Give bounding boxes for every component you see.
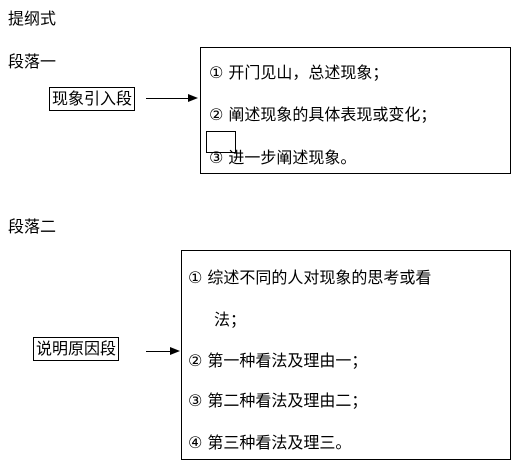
- section2-item-1: ① 综述不同的人对现象的思考或看: [188, 268, 432, 287]
- section2-item-2: ② 第一种看法及理由一；: [188, 351, 368, 370]
- section2-content-box: ① 综述不同的人对现象的思考或看 法； ② 第一种看法及理由一； ③ 第二种看法…: [181, 250, 511, 460]
- overlay-square: [206, 131, 236, 153]
- section1-item-2: ② 阐述现象的具体表现或变化；: [209, 105, 437, 124]
- section1-content-box: ① 开门见山，总述现象； ② 阐述现象的具体表现或变化； ③ 进一步阐述现象。: [200, 47, 511, 174]
- section1-item-1: ① 开门见山，总述现象；: [209, 63, 389, 82]
- section1-arrow-line: [146, 98, 188, 99]
- section2-label-box: 说明原因段: [33, 337, 120, 361]
- section1-label-box: 现象引入段: [49, 87, 136, 111]
- section2-item-3: ③ 第二种看法及理由二；: [188, 391, 368, 410]
- section2-item-4: ④ 第三种看法及理三。: [188, 433, 352, 452]
- section2-heading: 段落二: [8, 217, 57, 236]
- section2-arrow-line: [146, 351, 170, 352]
- section1-heading: 段落一: [8, 52, 57, 71]
- page-title: 提纲式: [8, 9, 57, 28]
- section2-item-1-cont: 法；: [214, 310, 247, 329]
- section2-arrow-head: [170, 347, 180, 355]
- section1-label: 现象引入段: [52, 89, 133, 108]
- section1-arrow-head: [188, 94, 198, 102]
- section2-label: 说明原因段: [36, 339, 117, 358]
- section1-item-3: ③ 进一步阐述现象。: [209, 148, 357, 167]
